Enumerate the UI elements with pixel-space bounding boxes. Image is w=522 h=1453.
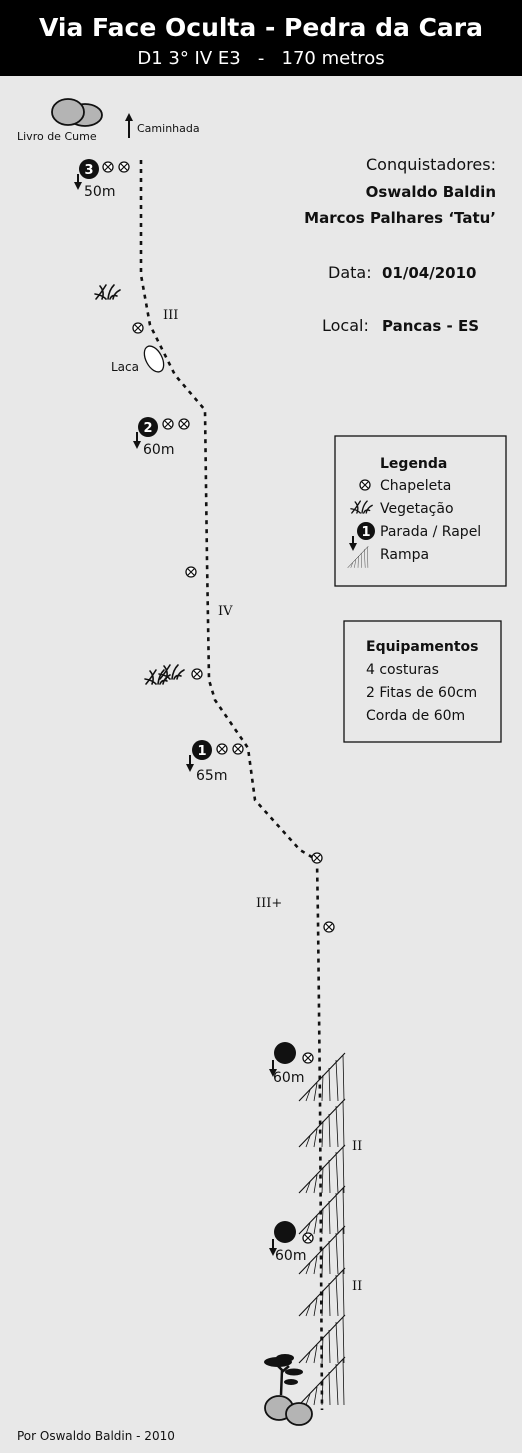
legend-title: Legenda	[380, 456, 447, 472]
anchor-icon: 1	[349, 522, 375, 551]
route-line	[139, 160, 324, 1411]
equipment-item: 2 Fitas de 60cm	[366, 685, 477, 701]
location-value: Pancas - ES	[382, 317, 479, 335]
anchor-2: 2	[133, 417, 158, 449]
footer-credit: Por Oswaldo Baldin - 2010	[17, 1429, 175, 1443]
date-value: 01/04/2010	[382, 264, 476, 282]
walk-arrow-icon	[125, 113, 133, 138]
anchor-3-distance: 50m	[84, 184, 115, 200]
climber-name: Marcos Palhares ‘Tatu’	[304, 209, 496, 227]
svg-text:1: 1	[361, 525, 370, 540]
tree-icon	[264, 1354, 303, 1396]
equipment-item: 4 costuras	[366, 662, 439, 678]
location-label: Local:	[322, 316, 369, 335]
flake-label: Laca	[111, 360, 139, 374]
flake-icon	[143, 345, 165, 373]
anchor-2-distance: 60m	[143, 442, 174, 458]
legend-item: Vegetação	[380, 501, 454, 517]
svg-text:3: 3	[84, 163, 93, 178]
grade-label: II	[352, 1139, 362, 1154]
climber-name: Oswaldo Baldin	[366, 183, 496, 201]
summit-rocks-icon	[51, 98, 103, 127]
date-label: Data:	[328, 263, 372, 282]
grade-label: III+	[256, 896, 282, 911]
grade-label: II	[352, 1279, 362, 1294]
route-title: Via Face Oculta - Pedra da Cara	[39, 13, 483, 42]
header-bar	[0, 0, 522, 76]
anchor-3: 3	[74, 159, 99, 190]
anchor-1: 1	[186, 740, 212, 772]
anchor-5-distance: 60m	[275, 1248, 306, 1264]
svg-text:1: 1	[197, 744, 206, 759]
anchor-5	[269, 1221, 296, 1256]
legend-item: Parada / Rapel	[380, 524, 481, 540]
anchor-4-distance: 60m	[273, 1070, 304, 1086]
anchor-1-distance: 65m	[196, 768, 227, 784]
anchor-4	[269, 1042, 296, 1077]
equipment-item: Corda de 60m	[366, 708, 465, 724]
grade-label: IV	[218, 604, 233, 619]
legend-box: Legenda Chapeleta Vegetação 1 Parada / R…	[334, 435, 507, 587]
base-rocks-icon	[264, 1395, 313, 1426]
route-subtitle: D1 3° IV E3 - 170 metros	[137, 48, 384, 69]
equipment-title: Equipamentos	[366, 639, 479, 655]
legend-item: Chapeleta	[380, 478, 451, 494]
grade-label: III	[163, 308, 178, 323]
conquistadores-label: Conquistadores:	[366, 155, 496, 174]
walk-label: Caminhada	[137, 122, 200, 135]
legend-item: Rampa	[380, 547, 429, 563]
svg-text:2: 2	[143, 421, 152, 436]
equipment-box: Equipamentos 4 costuras 2 Fitas de 60cm …	[343, 620, 502, 743]
bolt-icon	[359, 479, 371, 491]
summit-label: Livro de Cume	[17, 130, 97, 143]
